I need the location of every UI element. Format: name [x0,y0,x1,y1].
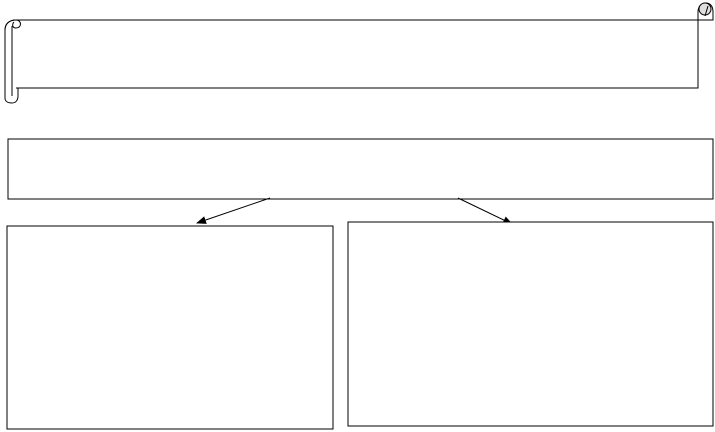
scroll-banner [4,2,714,104]
scroll-banner-left-roll [4,19,21,31]
left-box [6,225,334,430]
scroll-banner-left-curl [4,19,19,104]
scroll-banner-text [24,28,684,80]
scroll-banner-right-roll-line [704,5,709,17]
top-box-text [16,146,706,194]
right-box [347,221,714,427]
connector-arrow-right [457,197,513,225]
right-box-text [354,228,706,418]
scroll-banner-right-roll [698,2,712,16]
left-box-text [14,232,326,422]
connector-arrow-left [196,197,271,224]
top-box [7,138,714,200]
